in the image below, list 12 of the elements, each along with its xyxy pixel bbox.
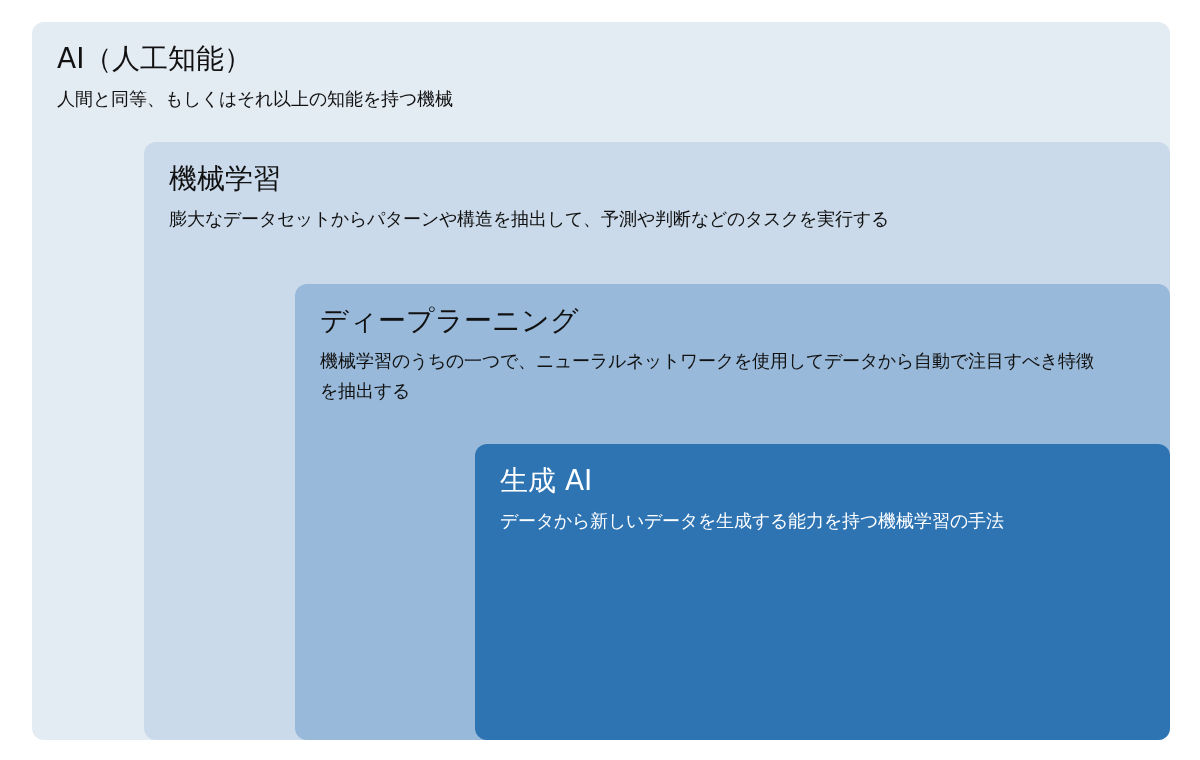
panel-heading: AI（人工知能）: [57, 41, 253, 77]
panel-description: データから新しいデータを生成する能力を持つ機械学習の手法: [500, 509, 1005, 533]
panel-description: 機械学習のうちの一つで、ニューラルネットワークを使用してデータから自動で注目すべき特徴を抽出する: [320, 349, 1095, 403]
panel-heading: 生成 AI: [500, 463, 593, 499]
category-panel: [295, 284, 1170, 740]
category-panel: [144, 142, 1170, 740]
category-panel: [32, 22, 1170, 740]
category-panel: [475, 444, 1170, 740]
panel-heading: ディープラーニング: [320, 303, 579, 339]
panel-description: 人間と同等、もしくはそれ以上の知能を持つ機械: [57, 87, 454, 111]
panel-heading: 機械学習: [169, 161, 281, 197]
panel-description: 膨大なデータセットからパターンや構造を抽出して、予測や判断などのタスクを実行する: [169, 207, 890, 231]
